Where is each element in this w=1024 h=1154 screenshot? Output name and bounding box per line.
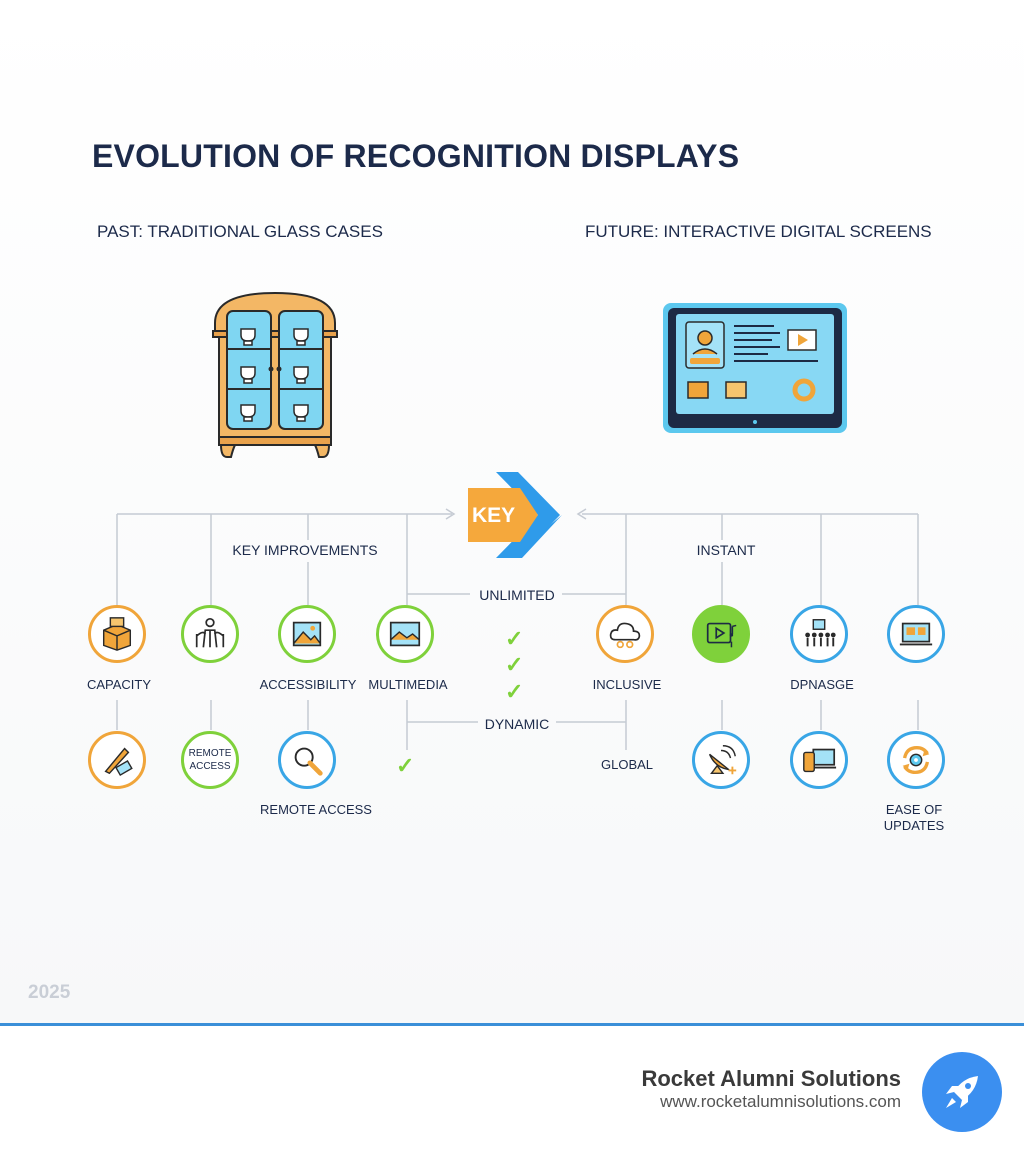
- accessibility-label: ACCESSIBILITY: [259, 677, 357, 692]
- capacity-icon-circle: [88, 605, 146, 663]
- multimedia-icon-circle: [376, 605, 434, 663]
- video-icon-circle: [692, 605, 750, 663]
- gallery-icon: [389, 621, 421, 647]
- search-icon-circle: [278, 731, 336, 789]
- person-icon: [195, 617, 225, 648]
- box-icon: [102, 617, 132, 651]
- page-title: EVOLUTION OF RECOGNITION DISPLAYS: [92, 138, 740, 174]
- future-heading: FUTURE: INTERACTIVE DIGITAL SCREENS: [585, 222, 932, 241]
- digital-screen-illustration: [663, 303, 847, 433]
- year-label: 2025: [28, 982, 71, 1003]
- inclusive-label: INCLUSIVE: [592, 677, 662, 692]
- multimedia-label: MULTIMEDIA: [368, 677, 448, 692]
- refresh-gear-icon: [902, 745, 930, 775]
- footer-divider: [0, 1023, 1024, 1026]
- global-label: GLOBAL: [600, 757, 654, 772]
- tools-icon-circle: [88, 731, 146, 789]
- monitor-icon-circle: [887, 605, 945, 663]
- past-heading: PAST: TRADITIONAL GLASS CASES: [97, 222, 383, 241]
- rocket-logo-icon: [922, 1052, 1002, 1132]
- check-icon: ✓: [505, 679, 524, 704]
- access-icon-circle: [181, 605, 239, 663]
- unlimited-label: UNLIMITED: [479, 587, 555, 603]
- dpnasge-icon-circle: [790, 605, 848, 663]
- check-icon: ✓: [505, 626, 524, 651]
- pen-eraser-icon: [104, 747, 133, 777]
- accessibility-icon-circle: [278, 605, 336, 663]
- glass-cabinet-illustration: [212, 291, 338, 458]
- brand-url[interactable]: www.rocketalumnisolutions.com: [660, 1092, 901, 1111]
- devices-icon: [803, 748, 837, 773]
- check-icon: ✓: [505, 652, 524, 677]
- key-improvements-label: KEY IMPROVEMENTS: [232, 542, 378, 558]
- dpnasge-label: DPNASGE: [790, 677, 854, 692]
- key-badge-label: KEY: [472, 504, 516, 527]
- cloud-icon: [609, 622, 641, 649]
- group-icon: [805, 619, 836, 647]
- image-icon: [292, 621, 322, 647]
- capacity-label: CAPACITY: [86, 677, 152, 692]
- key-arrow-badge: [468, 472, 562, 558]
- satellite-icon-circle: [692, 731, 750, 789]
- ease-of-updates-label: EASE OF UPDATES: [883, 802, 945, 833]
- connector-lines: [116, 508, 919, 750]
- dynamic-label: DYNAMIC: [484, 716, 550, 732]
- monitor-icon: [899, 622, 933, 646]
- brand-name: Rocket Alumni Solutions: [641, 1066, 901, 1091]
- instant-label: INSTANT: [696, 542, 756, 558]
- updates-icon-circle: [887, 731, 945, 789]
- inclusive-icon-circle: [596, 605, 654, 663]
- video-icon: [706, 622, 737, 648]
- satellite-icon: [708, 745, 737, 775]
- magnifier-icon: [294, 747, 323, 776]
- devices-icon-circle: [790, 731, 848, 789]
- check-icon: ✓: [396, 753, 415, 778]
- remote-access-label: REMOTE ACCESS: [260, 802, 372, 817]
